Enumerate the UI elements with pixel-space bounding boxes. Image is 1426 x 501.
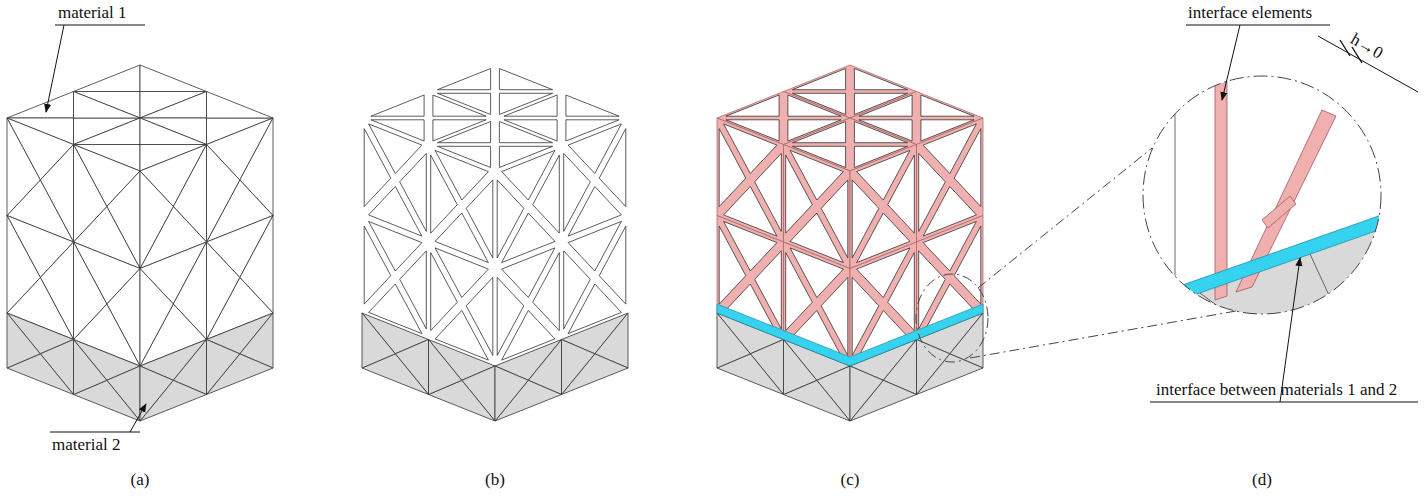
material-label: material 1 bbox=[58, 3, 126, 23]
mesh-element bbox=[726, 95, 779, 116]
mesh-element bbox=[207, 92, 274, 119]
mesh-element bbox=[207, 145, 240, 243]
zoom-line bbox=[970, 311, 1236, 358]
mesh-element bbox=[74, 92, 141, 119]
panel-label: (a) bbox=[131, 470, 150, 490]
mesh-element bbox=[7, 92, 74, 119]
mesh-element bbox=[140, 92, 207, 119]
leader-line bbox=[1150, 402, 1418, 403]
mesh-element bbox=[74, 92, 141, 119]
mesh-element bbox=[917, 340, 950, 395]
mesh-element bbox=[786, 253, 813, 331]
zoom-line bbox=[978, 148, 1152, 288]
mesh-element bbox=[431, 155, 458, 233]
mesh-element bbox=[854, 122, 907, 143]
zoom-ellipse bbox=[916, 274, 988, 362]
mesh-element bbox=[788, 95, 841, 116]
mesh-element bbox=[499, 122, 552, 143]
mesh-element bbox=[140, 118, 207, 145]
leader-line bbox=[1186, 25, 1330, 26]
mesh-element bbox=[364, 129, 391, 207]
zoom-detail bbox=[1140, 60, 1390, 330]
mesh-element bbox=[504, 95, 557, 116]
mesh-element bbox=[74, 340, 107, 395]
mesh-element bbox=[562, 340, 595, 395]
mesh-element bbox=[497, 277, 524, 355]
mesh-element bbox=[140, 366, 173, 421]
mesh-c bbox=[717, 65, 983, 421]
leader-arrow bbox=[130, 404, 146, 432]
mesh-element bbox=[431, 253, 458, 331]
mesh-element bbox=[919, 153, 946, 231]
mesh-element bbox=[140, 171, 173, 269]
mesh-element bbox=[921, 95, 974, 116]
mesh-element bbox=[207, 242, 240, 340]
mesh-element bbox=[919, 251, 946, 329]
callout-label: interface elements bbox=[1188, 3, 1312, 23]
panel-label: (b) bbox=[485, 470, 505, 490]
mesh-a bbox=[7, 65, 273, 421]
mesh-element bbox=[74, 145, 107, 243]
mesh-element bbox=[852, 277, 879, 355]
mesh-element bbox=[364, 226, 391, 304]
mesh-element bbox=[7, 313, 40, 368]
callout-label: interface between materials 1 and 2 bbox=[1156, 380, 1397, 400]
mesh-element bbox=[566, 95, 619, 116]
mesh-b bbox=[362, 69, 628, 422]
mesh-element bbox=[140, 118, 207, 145]
mesh-element bbox=[784, 65, 917, 118]
mesh-element bbox=[433, 95, 486, 116]
zoom-circle bbox=[1143, 76, 1381, 314]
interface-band bbox=[717, 304, 983, 366]
panel-label: (c) bbox=[841, 470, 860, 490]
leader-line bbox=[55, 25, 145, 26]
mesh-element bbox=[207, 340, 240, 395]
mesh-element bbox=[140, 92, 207, 119]
mesh-element bbox=[719, 129, 746, 207]
mesh-element bbox=[140, 65, 207, 92]
mesh-element bbox=[140, 269, 173, 367]
panel-label: (d) bbox=[1252, 470, 1272, 490]
mesh-element bbox=[499, 69, 552, 90]
mesh-element bbox=[850, 366, 883, 421]
mesh-element bbox=[74, 118, 141, 145]
mesh-element bbox=[74, 242, 107, 340]
mesh-element bbox=[497, 180, 524, 258]
mesh-element bbox=[74, 118, 141, 145]
leader-arrow bbox=[1222, 25, 1240, 100]
mesh-element bbox=[74, 65, 141, 92]
mesh-element bbox=[371, 95, 424, 116]
mesh-element bbox=[854, 69, 907, 90]
mesh-element bbox=[719, 226, 746, 304]
mesh-element bbox=[7, 216, 40, 314]
material-label: material 2 bbox=[52, 435, 120, 455]
mesh-element bbox=[429, 340, 462, 395]
mesh-element bbox=[437, 122, 490, 143]
mesh-element bbox=[792, 122, 845, 143]
mesh-element bbox=[362, 313, 395, 368]
mesh-element bbox=[495, 366, 528, 421]
mesh-element bbox=[852, 180, 879, 258]
leader-line bbox=[50, 432, 140, 433]
mesh-element bbox=[564, 153, 591, 231]
mesh-element bbox=[792, 69, 845, 90]
mesh-element bbox=[564, 251, 591, 329]
dimension-label: h→0 bbox=[1347, 29, 1386, 63]
mesh-element bbox=[437, 69, 490, 90]
mesh-element bbox=[7, 118, 40, 216]
mesh-element bbox=[786, 155, 813, 233]
mesh-element bbox=[859, 95, 912, 116]
leader-arrow bbox=[46, 25, 64, 112]
